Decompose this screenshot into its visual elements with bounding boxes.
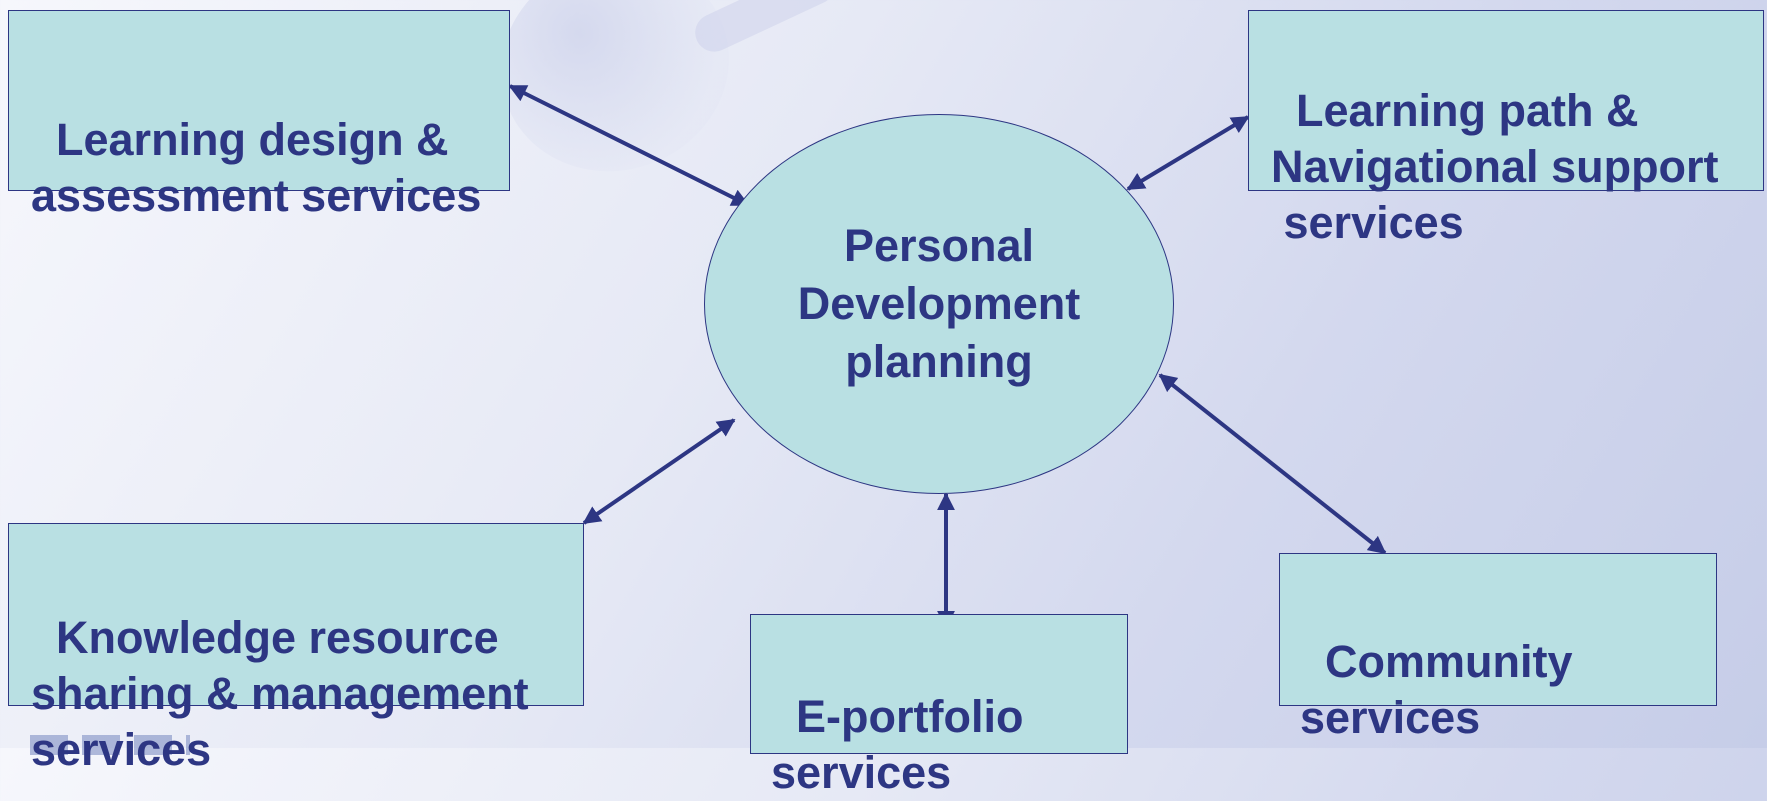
box-knowledge-resource-sharing: Knowledge resource sharing & management … [8,523,584,775]
arrow-knowledge-resource [582,418,736,525]
box-label: Knowledge resource sharing & management … [31,612,529,775]
box-e-portfolio: E-portfolio services [750,614,1128,798]
box-label: Learning path & Navigational support ser… [1271,85,1719,248]
box-label: Community services [1300,636,1573,743]
center-node-label: Personal Development planning [797,220,1081,387]
connector-arrows [508,84,1387,629]
box-learning-design-assessment: Learning design & assessment services [8,10,510,221]
arrow-community [1158,373,1387,555]
box-community: Community services [1279,553,1717,743]
arrow-learning-design [508,84,750,207]
box-label: Learning design & assessment services [31,114,482,221]
center-node-personal-development: Personal Development planning [704,114,1174,494]
box-learning-path-navigation: Learning path & Navigational support ser… [1248,10,1764,248]
box-label: E-portfolio services [771,691,1024,798]
arrow-learning-path [1126,115,1250,191]
